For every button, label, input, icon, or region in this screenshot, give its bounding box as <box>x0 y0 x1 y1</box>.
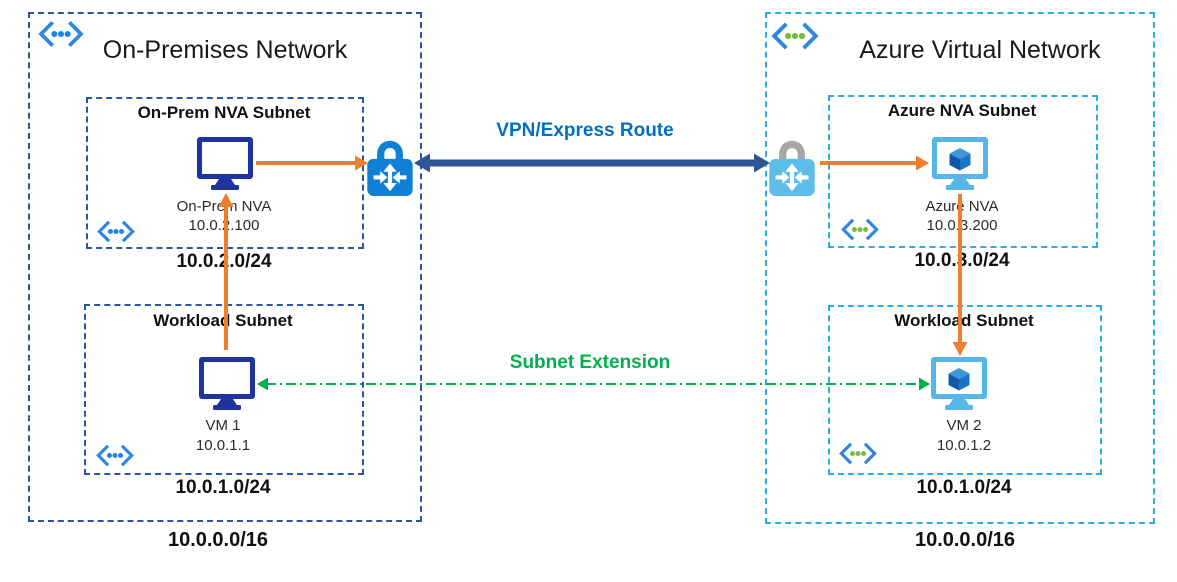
azure-nva-subnet-box <box>828 95 1098 248</box>
vm2-name: VM 2 <box>946 417 982 434</box>
vm2-ip: 10.0.1.2 <box>936 437 992 454</box>
vm1-monitor-icon <box>199 357 255 411</box>
azure-nva-name: Azure NVA <box>925 198 999 215</box>
onprem-nva-subnet-title: On-Prem NVA Subnet <box>137 103 311 122</box>
azure-workload-subnet-cidr: 10.0.1.0/24 <box>916 477 1012 498</box>
vm1-ip: 10.0.1.1 <box>195 437 251 454</box>
azure-vpn-gateway-lock-icon <box>768 132 816 198</box>
azure-workload-subnet-title: Workload Subnet <box>894 311 1034 330</box>
onprem-network-box <box>28 12 422 522</box>
azure-network-box <box>765 12 1155 524</box>
onprem-network-cidr: 10.0.0.0/16 <box>167 529 269 551</box>
azure-nva-subnet-title: Azure NVA Subnet <box>887 101 1037 120</box>
onprem-nva-monitor-icon <box>197 137 253 191</box>
onprem-workload-subnet-cidr: 10.0.1.0/24 <box>175 477 271 498</box>
azure-network-cidr: 10.0.0.0/16 <box>914 529 1016 551</box>
vpn-express-route-label: VPN/Express Route <box>496 120 674 141</box>
azure-network-title: Azure Virtual Network <box>859 36 1101 64</box>
onprem-workload-subnet-icon <box>90 443 140 468</box>
azure-nva-ip: 10.0.3.200 <box>926 217 998 234</box>
azure-nva-vm-icon <box>932 137 988 191</box>
azure-workload-subnet-box <box>828 305 1102 475</box>
onprem-vpn-gateway-lock-icon <box>366 132 414 198</box>
vm1-name: VM 1 <box>205 417 241 434</box>
azure-workload-subnet-icon <box>833 441 883 466</box>
azure-nva-subnet-cidr: 10.0.3.0/24 <box>914 250 1010 271</box>
onprem-network-title: On-Premises Network <box>102 36 348 64</box>
onprem-workload-subnet-title: Workload Subnet <box>153 311 293 330</box>
onprem-nva-subnet-cidr: 10.0.2.0/24 <box>176 251 272 272</box>
azure-nva-subnet-icon <box>835 217 885 242</box>
onprem-nva-name: On-Prem NVA <box>176 198 272 215</box>
onprem-nva-subnet-icon <box>91 219 141 244</box>
arrow-vpn-express-route <box>414 153 770 173</box>
subnet-extension-label: Subnet Extension <box>509 352 671 373</box>
vm2-icon <box>931 357 987 411</box>
